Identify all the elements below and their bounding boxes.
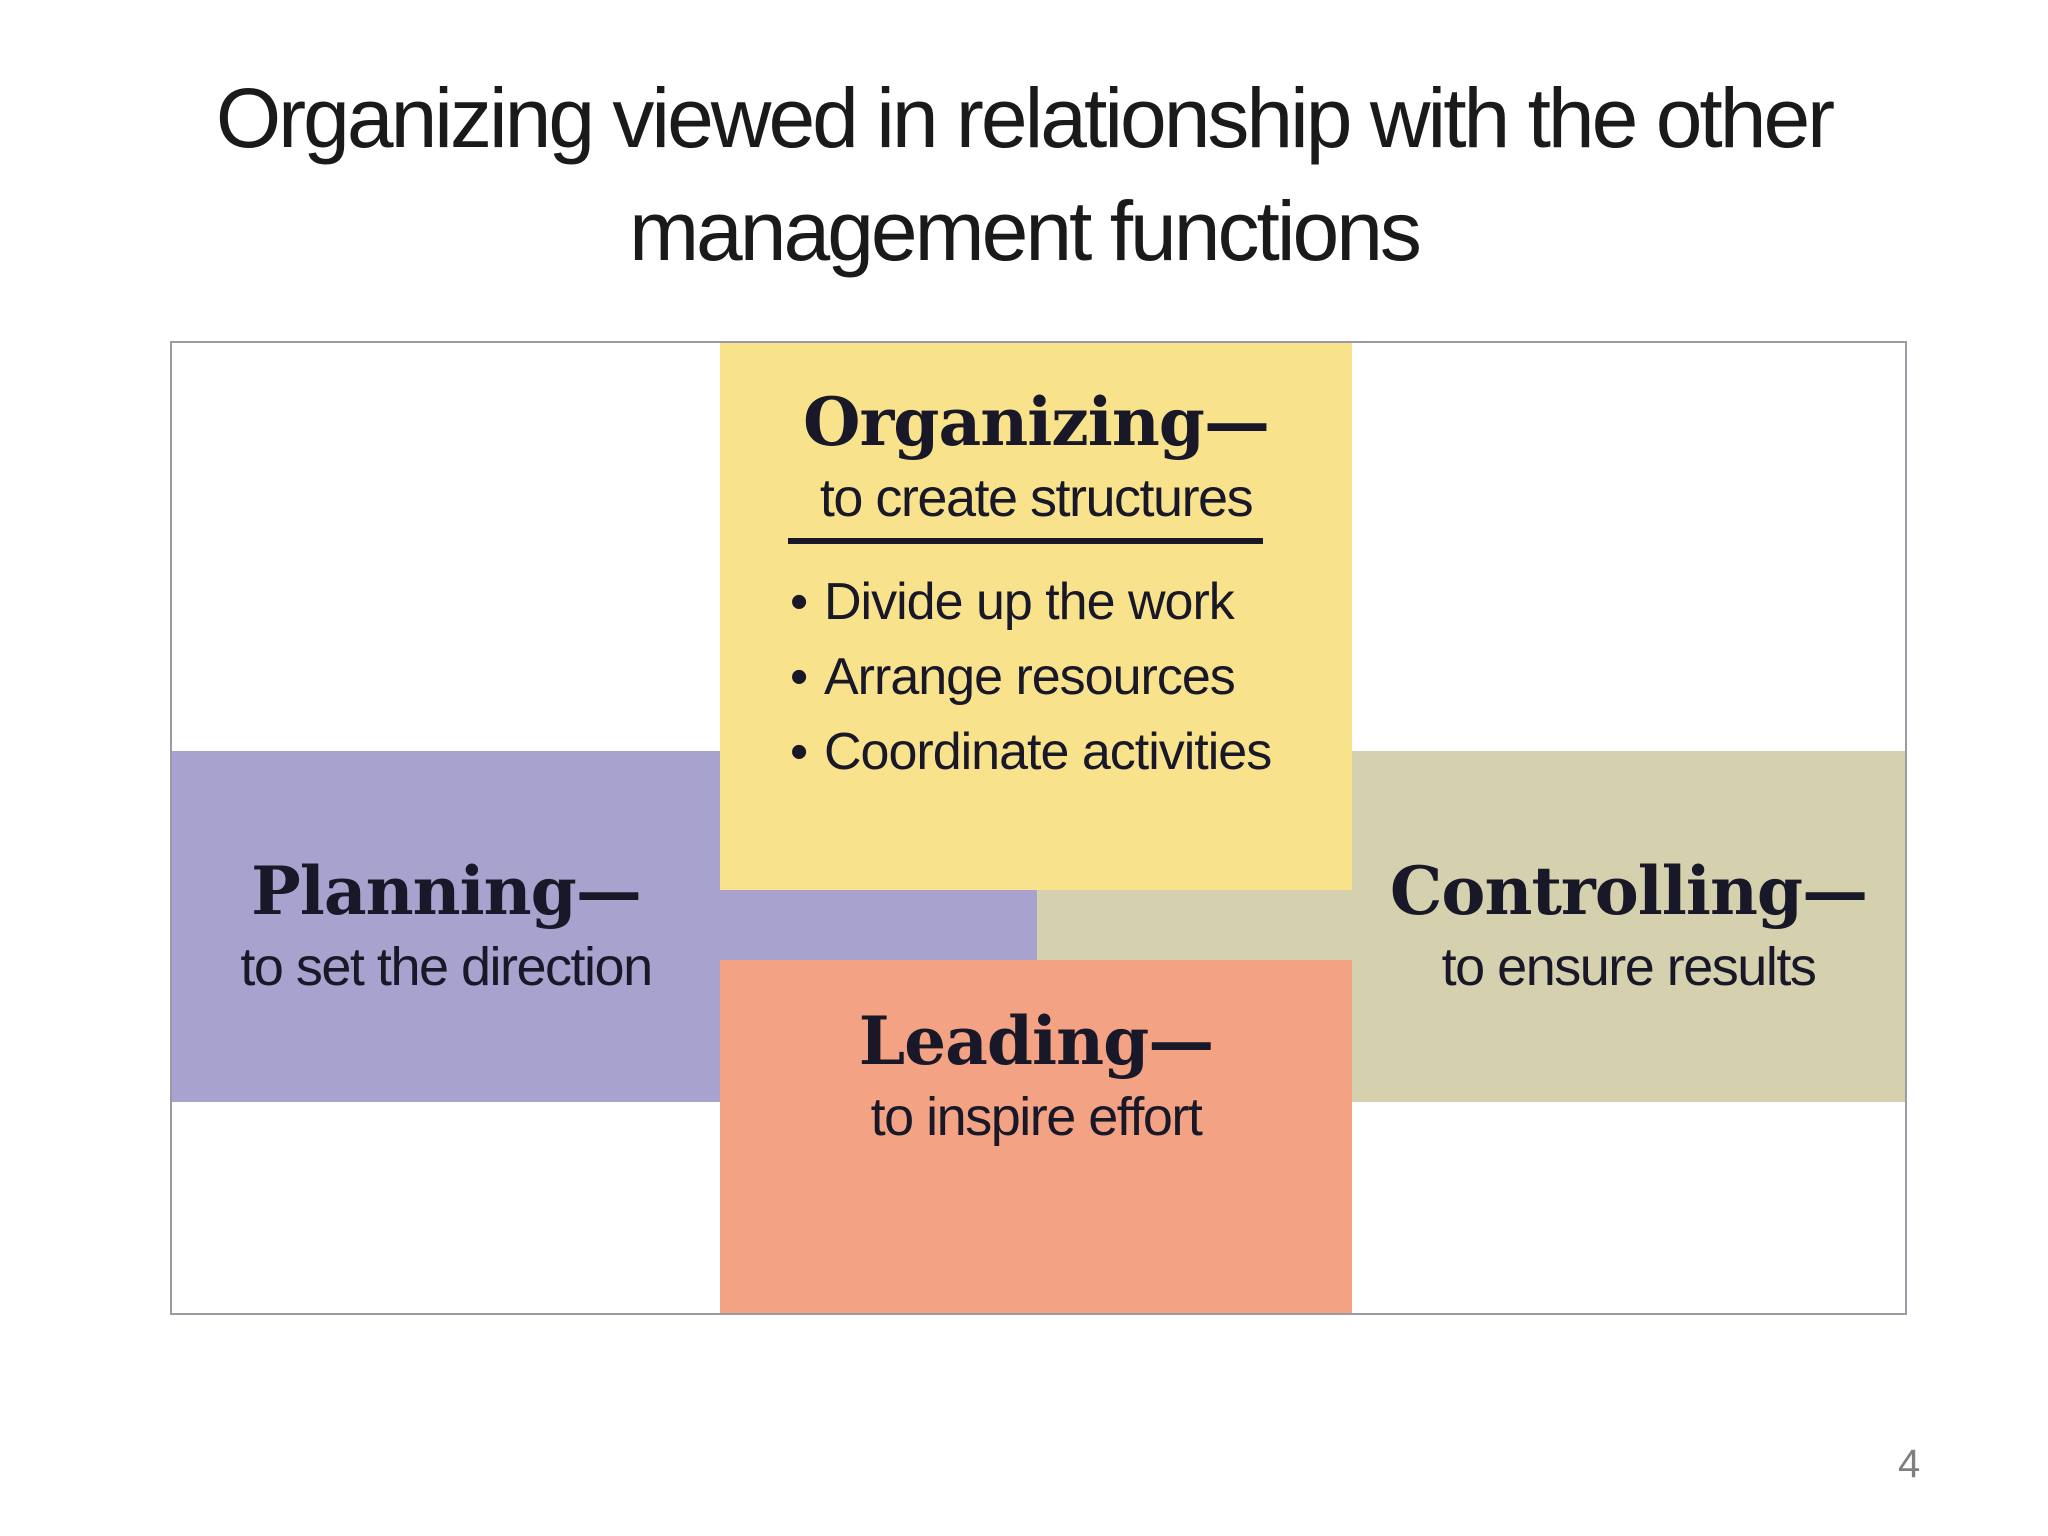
- planning-heading: Planning—: [251, 852, 642, 930]
- controlling-subheading: to ensure results: [1441, 937, 1817, 997]
- bullet-item: • Divide up the work: [790, 565, 1350, 640]
- slide-title: Organizing viewed in relationship with t…: [0, 62, 2048, 288]
- organizing-bullets: • Divide up the work • Arrange resources…: [790, 565, 1350, 790]
- page-number: 4: [1898, 1442, 1921, 1486]
- leading-subheading: to inspire effort: [870, 1087, 1203, 1147]
- controlling-text: Controlling— to ensure results: [1352, 852, 1905, 998]
- organizing-text: Organizing— to create structures: [720, 383, 1352, 529]
- slide-title-line1: Organizing viewed in relationship with t…: [215, 71, 1835, 165]
- leading-box: [720, 960, 1352, 1313]
- organizing-box: [720, 343, 1352, 890]
- slide-title-line2: management functions: [629, 184, 1422, 278]
- bullet-item: • Coordinate activities: [790, 715, 1350, 790]
- bullet-dot-icon: •: [790, 648, 808, 706]
- bullet-text: Arrange resources: [824, 648, 1236, 706]
- bullet-dot-icon: •: [790, 573, 808, 631]
- bullet-dot-icon: •: [790, 723, 808, 781]
- bullet-text: Coordinate activities: [824, 723, 1272, 781]
- organizing-subheading: to create structures: [819, 468, 1254, 528]
- organizing-heading: Organizing—: [803, 383, 1270, 461]
- bullet-text: Divide up the work: [824, 573, 1235, 631]
- organizing-underline: [788, 538, 1263, 544]
- planning-text: Planning— to set the direction: [172, 852, 720, 998]
- leading-heading: Leading—: [858, 1002, 1215, 1080]
- leading-text: Leading— to inspire effort: [720, 1002, 1352, 1148]
- planning-subheading: to set the direction: [240, 937, 653, 997]
- controlling-heading: Controlling—: [1389, 852, 1868, 930]
- bullet-item: • Arrange resources: [790, 640, 1350, 715]
